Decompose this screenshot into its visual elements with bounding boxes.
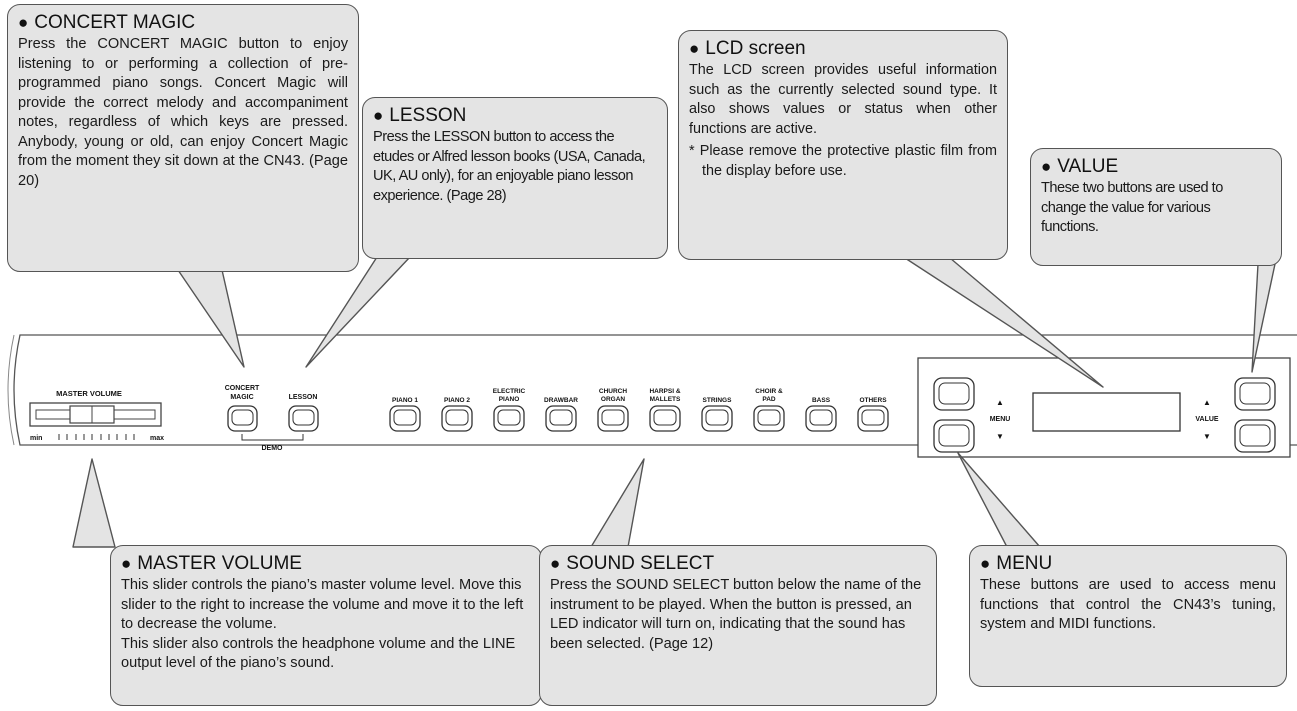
panel-edge [7,334,15,446]
sound-button-5[interactable] [649,405,681,432]
sound-button-4[interactable] [597,405,629,432]
value-up-arrow-icon: ▲ [1203,398,1211,407]
sound-button-2[interactable] [493,405,525,432]
demo-label: DEMO [262,445,284,452]
callout-title: ●MENU [980,553,1053,574]
bullet-icon: ● [689,39,700,58]
sound-button-label: PIANO 1 [392,397,418,404]
pointer-sound-select [590,458,645,548]
lcd-screen [1032,392,1181,432]
bullet-icon: ● [18,13,29,32]
sound-button-label: MALLETS [650,396,681,403]
callout-text: This slider controls the piano’s master … [121,577,524,632]
concert-magic-button[interactable] [227,405,258,432]
callout-title: ●SOUND SELECT [550,553,715,574]
callout-note: * Please remove the protective plastic f… [689,143,997,179]
bullet-icon: ● [980,554,991,573]
volume-max-label: max [150,435,164,442]
sound-button-label: STRINGS [703,397,733,404]
sound-button-label: ELECTRIC [493,388,526,395]
bullet-icon: ● [373,106,384,125]
callout-title: ●LESSON [373,105,467,126]
concert-magic-label-2: MAGIC [230,394,253,401]
value-label: VALUE [1195,416,1219,423]
callout-sound-select: ●SOUND SELECT Press the SOUND SELECT but… [539,545,937,706]
callout-master-volume: ●MASTER VOLUME This slider controls the … [110,545,542,706]
sound-button-9[interactable] [857,405,889,432]
callout-text: These two buttons are used to change the… [1041,180,1223,235]
callout-value: ●VALUE These two buttons are used to cha… [1030,148,1282,266]
callout-text: Press the SOUND SELECT button below the … [550,577,922,652]
menu-up-button[interactable] [933,377,975,411]
menu-down-arrow-icon: ▼ [996,432,1004,441]
sound-button-label: PIANO [499,396,520,403]
callout-text-2: This slider also controls the headphone … [121,635,516,672]
callout-lesson: ●LESSON Press the LESSON button to acces… [362,97,668,259]
callout-title: ●CONCERT MAGIC [18,12,196,33]
sound-button-0[interactable] [389,405,421,432]
lesson-label: LESSON [289,394,318,401]
bullet-icon: ● [121,554,132,573]
menu-up-arrow-icon: ▲ [996,398,1004,407]
sound-button-8[interactable] [805,405,837,432]
sound-button-1[interactable] [441,405,473,432]
sound-button-label: BASS [812,397,831,404]
bullet-icon: ● [1041,157,1052,176]
concert-magic-label-1: CONCERT [225,385,260,392]
value-down-arrow-icon: ▼ [1203,432,1211,441]
sound-button-label: CHOIR & [755,388,783,395]
sound-button-label: PIANO 2 [444,397,470,404]
sound-button-7[interactable] [753,405,785,432]
callout-menu: ●MENU These buttons are used to access m… [969,545,1287,687]
master-volume-label: MASTER VOLUME [56,389,122,398]
callout-title: ●LCD screen [689,38,806,59]
demo-bracket [241,434,304,441]
sound-button-label: PAD [762,396,776,403]
callout-text: These buttons are used to access menu fu… [980,577,1276,632]
callout-text: Press the LESSON button to access the et… [373,129,646,204]
lesson-button[interactable] [288,405,319,432]
sound-button-label: OTHERS [859,397,887,404]
bullet-icon: ● [550,554,561,573]
value-down-button[interactable] [1234,419,1276,453]
sound-button-label: DRAWBAR [544,397,578,404]
volume-min-label: min [30,435,42,442]
callout-lcd-screen: ●LCD screen The LCD screen provides usef… [678,30,1008,260]
volume-scale-ticks [58,434,135,440]
menu-down-button[interactable] [933,419,975,453]
menu-label: MENU [990,416,1011,423]
sound-button-3[interactable] [545,405,577,432]
callout-concert-magic: ●CONCERT MAGIC Press the CONCERT MAGIC b… [7,4,359,272]
callout-text: The LCD screen provides useful informati… [689,62,997,137]
value-up-button[interactable] [1234,377,1276,411]
sound-button-label: ORGAN [601,396,626,403]
callout-text: Press the CONCERT MAGIC button to enjoy … [18,36,348,189]
pointer-menu [957,452,1041,548]
sound-button-label: CHURCH [599,388,627,395]
pointer-master-volume [72,458,116,548]
sound-button-6[interactable] [701,405,733,432]
callout-title: ●VALUE [1041,156,1119,177]
callout-title: ●MASTER VOLUME [121,553,302,574]
sound-button-label: HARPSI & [649,388,680,395]
